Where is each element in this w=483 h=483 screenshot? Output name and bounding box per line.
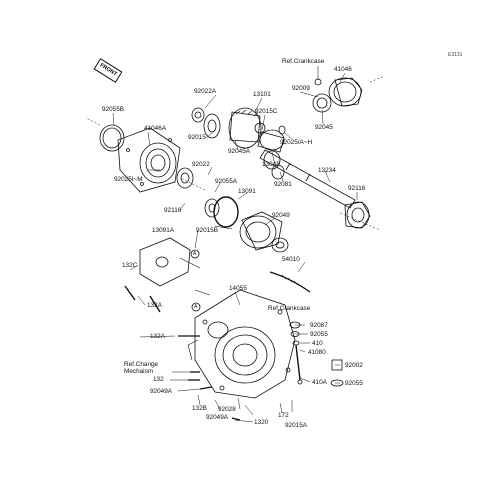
part-label-41080: 41080 — [308, 349, 326, 356]
part-label-410: 410 — [312, 340, 323, 347]
part-label-54010: 54010 — [282, 256, 300, 263]
part-label-92116-left: 92116 — [164, 207, 182, 214]
part-label-41046a: 41046A — [144, 125, 167, 132]
part-label-92025-a-h: 92025/A~H — [280, 139, 313, 146]
part-label-13048: 13048 — [262, 161, 280, 168]
part-label-92055b: 92055B — [102, 106, 125, 113]
part-label-132a-mid: 132A — [150, 333, 165, 340]
part-label-13091: 13091 — [238, 188, 256, 195]
part-label-92055-right: 92055 — [310, 331, 328, 338]
part-label-410a: 410A — [312, 379, 327, 386]
part-label-92015b: 92015B — [196, 227, 219, 234]
part-label-92025-i-m: 92025I~M — [114, 176, 143, 183]
part-label-92002: 92002 — [345, 362, 363, 369]
part-label-92049: 92049 — [272, 212, 290, 219]
bevel-gear-case-13091 — [99, 124, 181, 193]
part-label-92087: 92087 — [310, 322, 328, 329]
bolts-lower — [178, 335, 241, 421]
part-label-1320: 1320 — [254, 419, 269, 426]
part-label-92045-right: 92045 — [315, 124, 333, 131]
cable-54010 — [194, 271, 311, 296]
bevel-gear-13101 — [191, 107, 262, 149]
part-label-92015: 92015 — [188, 134, 206, 141]
part-label-92081: 92081 — [274, 181, 292, 188]
part-label-132: 132 — [153, 376, 164, 383]
bracket-13091A — [124, 237, 201, 313]
callout-a1: A — [193, 251, 197, 257]
part-label-172: 172 — [278, 412, 289, 419]
output-shaft-13234 — [259, 149, 356, 209]
part-label-14055: 14055 — [229, 285, 247, 292]
plug-41080-stack — [289, 321, 303, 385]
gear-case-13091-center — [239, 211, 289, 253]
callout-a2: A — [194, 304, 198, 310]
part-label-132b: 132B — [192, 405, 207, 412]
part-label-132c: 132C — [122, 262, 138, 269]
part-label-132a-top: 132A — [147, 302, 162, 309]
diagram-code: E3131 — [448, 52, 463, 58]
part-label-92049a-bottom: 92049A — [206, 414, 229, 421]
part-label-92015c: 92015C — [255, 108, 278, 115]
part-label-92009: 92009 — [292, 85, 310, 92]
o-ring-92055A — [213, 196, 239, 228]
bearing-92022 — [176, 167, 194, 189]
bearing-41046-assembly — [312, 77, 363, 113]
plug-92002 — [330, 359, 344, 387]
part-label-92022: 92022 — [192, 161, 210, 168]
ref-change-mechanism: Ref.Change Mechaism — [124, 361, 159, 375]
part-label-92028: 92028 — [218, 406, 236, 413]
part-label-92045a: 92045A — [228, 148, 251, 155]
part-label-92055-right-2: 92055 — [345, 380, 363, 387]
part-label-92015a: 92015A — [285, 422, 308, 429]
pinion-gear-13048 — [254, 122, 286, 153]
callout-circle-a1 — [190, 249, 200, 259]
part-label-13091a: 13091A — [152, 227, 175, 234]
ref-crankcase-mid: Ref.Crankcase — [268, 305, 311, 312]
part-label-92055a: 92055A — [215, 178, 238, 185]
part-label-92049a-left: 92049A — [150, 388, 173, 395]
crankcase-cover-14055 — [187, 289, 296, 399]
ref-crankcase-top: Ref.Crankcase — [282, 58, 325, 65]
part-label-92022a: 92022A — [194, 88, 217, 95]
part-label-92116-right: 92116 — [348, 185, 366, 192]
callout-circle-a2 — [191, 302, 201, 312]
part-label-41046: 41046 — [334, 66, 352, 73]
part-label-13234: 13234 — [318, 167, 336, 174]
bearing-92116-right — [344, 201, 371, 229]
part-label-13101: 13101 — [253, 91, 271, 98]
